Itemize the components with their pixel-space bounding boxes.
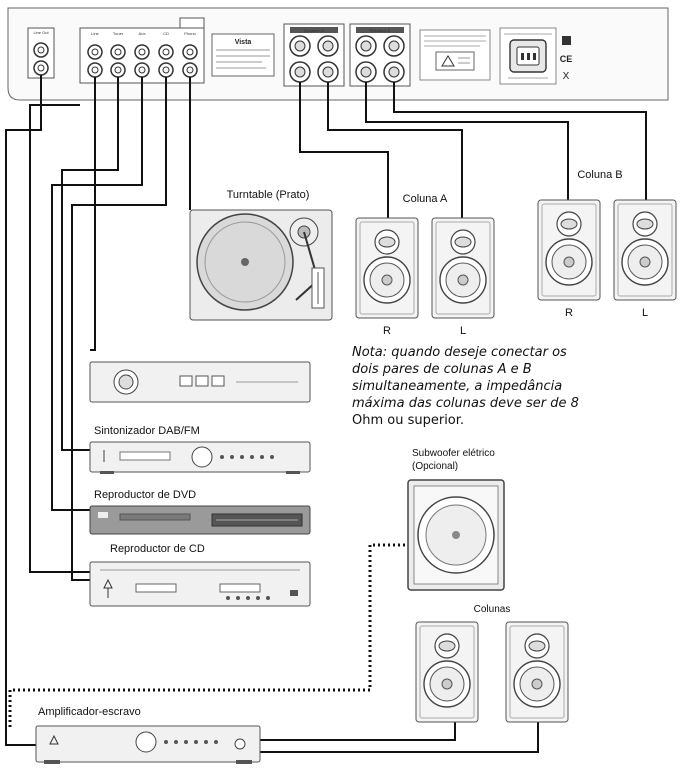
wire-aux2-to-cd [29, 104, 90, 573]
speaker-b-left-label: L [642, 307, 648, 319]
brand-name: Vista [235, 39, 252, 46]
line-out-label: Line Out [33, 30, 49, 35]
speaker-a-right-label: R [383, 325, 391, 337]
cd-player[interactable]: Reproductor de CD [89, 543, 311, 607]
speaker-b-right-label: R [565, 307, 573, 319]
speaker-a-left [431, 217, 495, 319]
turntable-label: Turntable (Prato) [227, 189, 310, 201]
cable-wires [5, 75, 647, 753]
slave-amp-label: Amplificador-escravo [38, 706, 141, 718]
cd-label: Reproductor de CD [110, 543, 205, 555]
line-out-section[interactable]: Line Out [27, 27, 55, 79]
ce-mark: CE [560, 54, 573, 64]
square-mark-icon [562, 36, 571, 45]
input-label-cd: CD [163, 31, 169, 36]
product-label: Vista [211, 33, 275, 77]
speaker-a-right [355, 217, 419, 319]
wire-speaker-b-right [365, 82, 569, 200]
speaker-pair-slave: Colunas [415, 604, 569, 723]
slave-amplifier[interactable]: Amplificador-escravo [35, 706, 261, 764]
wire-speaker-a-right [299, 82, 389, 218]
impedance-note: Nota: quando deseje conectar os dois par… [352, 345, 579, 428]
speaker-b-label: Speakers B [370, 28, 391, 33]
dvd-player[interactable]: Reproductor de DVD [89, 489, 311, 535]
slave-speaker-right [505, 621, 569, 723]
wire-aux-to-dvd [51, 77, 143, 511]
speaker-b-left [613, 199, 677, 301]
note-line-2: dois pares de colunas A e B [352, 362, 532, 377]
wire-slave-amp-to-colunas [260, 722, 456, 741]
dvd-label: Reproductor de DVD [94, 489, 196, 501]
speaker-a-terminals[interactable]: Speakers A [283, 23, 345, 87]
coluna-a-label: Coluna A [403, 193, 448, 205]
speaker-pair-b: Coluna B R L [537, 169, 677, 319]
slave-speaker-left [415, 621, 479, 723]
wire-slave-amp-to-colunas-2 [260, 722, 539, 753]
amplifier-rear-panel: Line Out Line Tuner Aux CD Phono Vista [7, 7, 669, 101]
wire-cd-to-cd-player [71, 77, 167, 581]
tuner-label: Sintonizador DAB/FM [94, 425, 200, 437]
wire-speaker-b-left [393, 82, 647, 200]
turntable[interactable]: Turntable (Prato) [189, 189, 333, 321]
dab-fm-tuner[interactable]: Sintonizador DAB/FM [89, 425, 311, 474]
subwoofer: Subwoofer elétrico (Opcional) [407, 448, 505, 591]
note-line-5: Ohm ou superior. [352, 413, 464, 428]
audio-unit[interactable] [89, 361, 311, 403]
speaker-a-label: Speakers A [304, 28, 325, 33]
speaker-pair-a: Coluna A R L [355, 193, 495, 337]
speaker-b-terminals[interactable]: Speakers B [349, 23, 411, 87]
subwoofer-optional-label: (Opcional) [412, 461, 458, 472]
input-section[interactable]: Line Tuner Aux CD Phono [79, 17, 205, 84]
colunas-label: Colunas [474, 604, 511, 615]
note-line-4: máxima das colunas deve ser de 8 [352, 396, 579, 411]
wire-line-to-unit [90, 77, 96, 351]
input-label-line: Line [91, 31, 99, 36]
wire-subwoofer-dotted [8, 543, 410, 730]
weee-mark-icon: X [563, 71, 570, 82]
coluna-b-label: Coluna B [577, 169, 622, 181]
subwoofer-label: Subwoofer elétrico [412, 448, 495, 459]
wire-speaker-a-left [327, 82, 463, 218]
input-label-tuner: Tuner [113, 31, 124, 36]
power-inlet[interactable] [499, 27, 557, 85]
wire-line-out-to-slave-amp [5, 75, 44, 746]
note-line-3: simultaneamente, a impedância [352, 379, 562, 394]
speaker-b-right [537, 199, 601, 301]
input-label-phono: Phono [184, 31, 196, 36]
input-label-aux: Aux [139, 31, 146, 36]
rating-label [419, 29, 491, 81]
note-line-1: Nota: quando deseje conectar os [352, 345, 567, 360]
compliance-marks: CE X [560, 36, 573, 82]
speaker-a-left-label: L [460, 325, 466, 337]
